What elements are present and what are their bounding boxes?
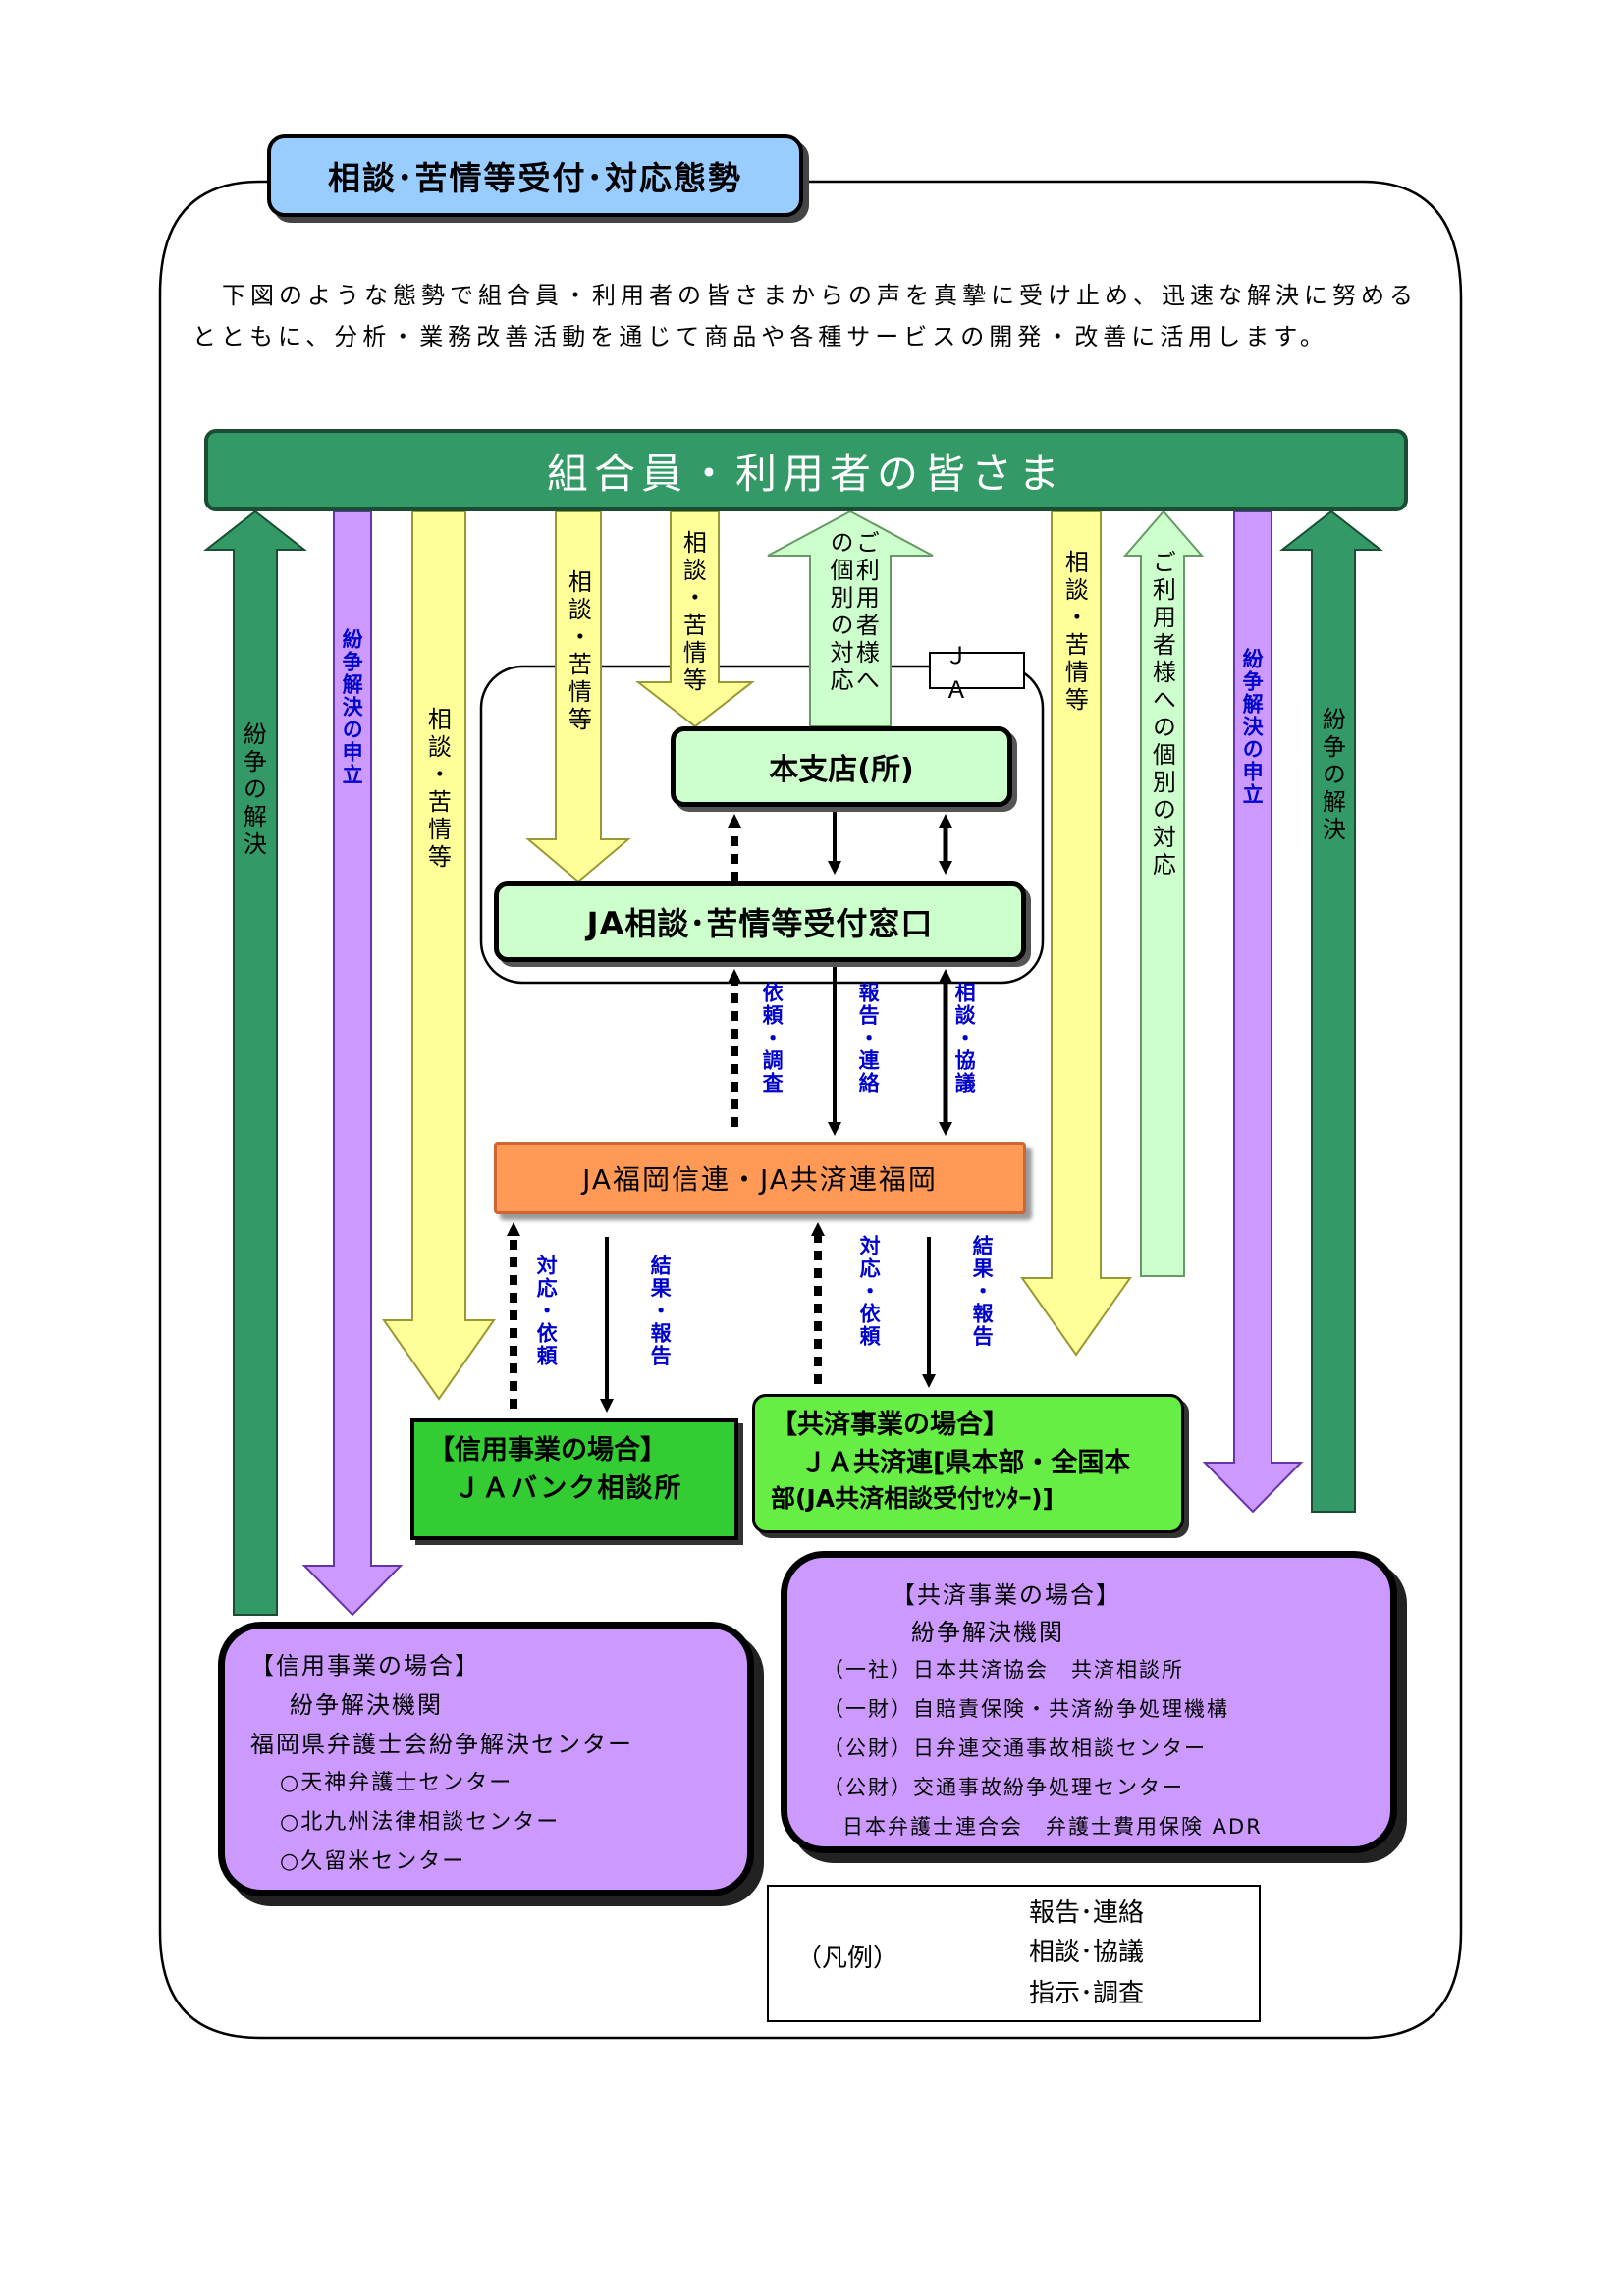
consultation-label-outer-left: 相談・苦情等 [423, 707, 452, 872]
outer-frame [158, 180, 1463, 2040]
page-title: 相談･苦情等受付･対応態勢 [267, 134, 803, 217]
dispute-resolution-label-left: 紛争の解決 [239, 721, 267, 859]
consultation-label-center: 相談・苦情等 [678, 530, 707, 695]
consultation-arrow-outer-left [382, 510, 496, 1401]
consultation-arrow-right [1020, 510, 1132, 1357]
flow-label-result-report-mutual: 結果・報告 [970, 1235, 995, 1348]
credit-dispute-center-1: ○天神弁護士センター [280, 1771, 514, 1795]
flow-label-respond-request-credit: 対応・依頼 [534, 1255, 559, 1367]
mutual-dispute-org-1: （一社）日本共済協会 共済相談所 [823, 1658, 1184, 1682]
credit-case-title: 【信用事業の場合】 [428, 1435, 667, 1466]
branch-office-box: 本支店(所) [671, 726, 1012, 807]
individual-response-label-right: ご利用者様への個別の対応 [1148, 550, 1176, 880]
consultation-window-box: JA相談･苦情等受付窓口 [494, 881, 1026, 962]
consultation-arrow-inner-left [525, 510, 631, 883]
mutual-dispute-org-5: 日本弁護士連合会 弁護士費用保険 ADR [842, 1815, 1263, 1839]
dispute-application-arrow-right [1202, 510, 1304, 1514]
mutual-case-box: 【共済事業の場合】 ＪＡ共済連[県本部・全国本 部(JA共済相談受付ｾﾝﾀｰ)] [752, 1394, 1184, 1533]
flow-label-request-investigate: 依頼・調査 [760, 982, 785, 1095]
legend-item-instruct: 指示･調査 [1029, 1979, 1145, 2008]
flow-label-report-contact: 報告・連絡 [856, 982, 881, 1095]
federation-box: JA福岡信連・JA共済連福岡 [494, 1142, 1026, 1214]
consultation-label-inner-left: 相談・苦情等 [564, 569, 592, 734]
individual-response-label-center: ご利用者様への個別の対応 [826, 530, 880, 695]
flow-label-consult-discuss: 相談・協議 [952, 982, 977, 1095]
mutual-dispute-box: 【共済事業の場合】 紛争解決機関 （一社）日本共済協会 共済相談所 （一財）自賠… [781, 1551, 1397, 1853]
mutual-dispute-subtitle: 紛争解決機関 [911, 1619, 1064, 1646]
members-banner: 組合員・利用者の皆さま [204, 429, 1408, 511]
legend-title: （凡例） [796, 1944, 899, 1973]
ja-group-frame [479, 665, 1045, 985]
dispute-resolution-arrow-left [203, 509, 307, 1616]
dispute-application-label-left: 紛争解決の申立 [340, 628, 364, 786]
intro-line-1: 下図のような態勢で組合員・利用者の皆さまからの声を真摯に受け止め、迅速な解決に努… [222, 282, 1418, 309]
flow-label-respond-request-mutual: 対応・依頼 [857, 1235, 882, 1348]
mutual-dispute-org-4: （公財）交通事故紛争処理センター [823, 1776, 1184, 1799]
ja-label: ＪＡ [929, 642, 1025, 704]
consultation-label-right: 相談・苦情等 [1060, 550, 1089, 715]
intro-text: 下図のような態勢で組合員・利用者の皆さまからの声を真摯に受け止め、迅速な解決に努… [192, 275, 1420, 357]
legend-box: （凡例） 報告･連絡 相談･協議 指示･調査 [767, 1885, 1261, 2022]
credit-case-org: ＪＡバンク相談所 [454, 1473, 683, 1504]
consultation-arrow-center [635, 510, 755, 728]
intro-line-2: とともに、分析・業務改善活動を通じて商品や各種サービスの開発・改善に活用します。 [192, 323, 1328, 350]
mutual-case-title: 【共済事業の場合】 [771, 1410, 1009, 1440]
dispute-resolution-label-right: 紛争の解決 [1318, 707, 1346, 844]
dispute-application-arrow-left [301, 510, 404, 1617]
credit-dispute-subtitle: 紛争解決機関 [290, 1691, 443, 1719]
legend-item-consult: 相談･協議 [1029, 1938, 1145, 1967]
credit-dispute-center-2: ○北九州法律相談センター [280, 1810, 561, 1835]
credit-dispute-title: 【信用事業の場合】 [250, 1652, 480, 1680]
mutual-case-org-line2: 部(JA共済相談受付ｾﾝﾀｰ)] [771, 1484, 1054, 1513]
dispute-resolution-arrow-right [1279, 509, 1383, 1513]
credit-case-box: 【信用事業の場合】 ＪＡバンク相談所 [410, 1418, 738, 1540]
credit-dispute-center-3: ○久留米センター [280, 1849, 466, 1874]
individual-response-arrow-center [767, 509, 934, 727]
mutual-dispute-org-2: （一財）自賠責保険・共済紛争処理機構 [823, 1697, 1229, 1721]
mutual-case-org-line1: ＪＡ共済連[県本部・全国本 [800, 1448, 1131, 1478]
individual-response-arrow-right [1122, 509, 1205, 1277]
mutual-dispute-title: 【共済事業の場合】 [892, 1581, 1121, 1609]
credit-dispute-box: 【信用事業の場合】 紛争解決機関 福岡県弁護士会紛争解決センター ○天神弁護士セ… [218, 1622, 754, 1896]
mutual-dispute-org-3: （公財）日弁連交通事故相談センター [823, 1736, 1207, 1760]
legend-item-report: 報告･連絡 [1029, 1898, 1145, 1928]
dispute-application-label-right: 紛争解決の申立 [1240, 648, 1265, 806]
credit-dispute-org: 福岡県弁護士会紛争解決センター [250, 1731, 633, 1758]
flow-label-result-report-credit: 結果・報告 [648, 1255, 673, 1367]
